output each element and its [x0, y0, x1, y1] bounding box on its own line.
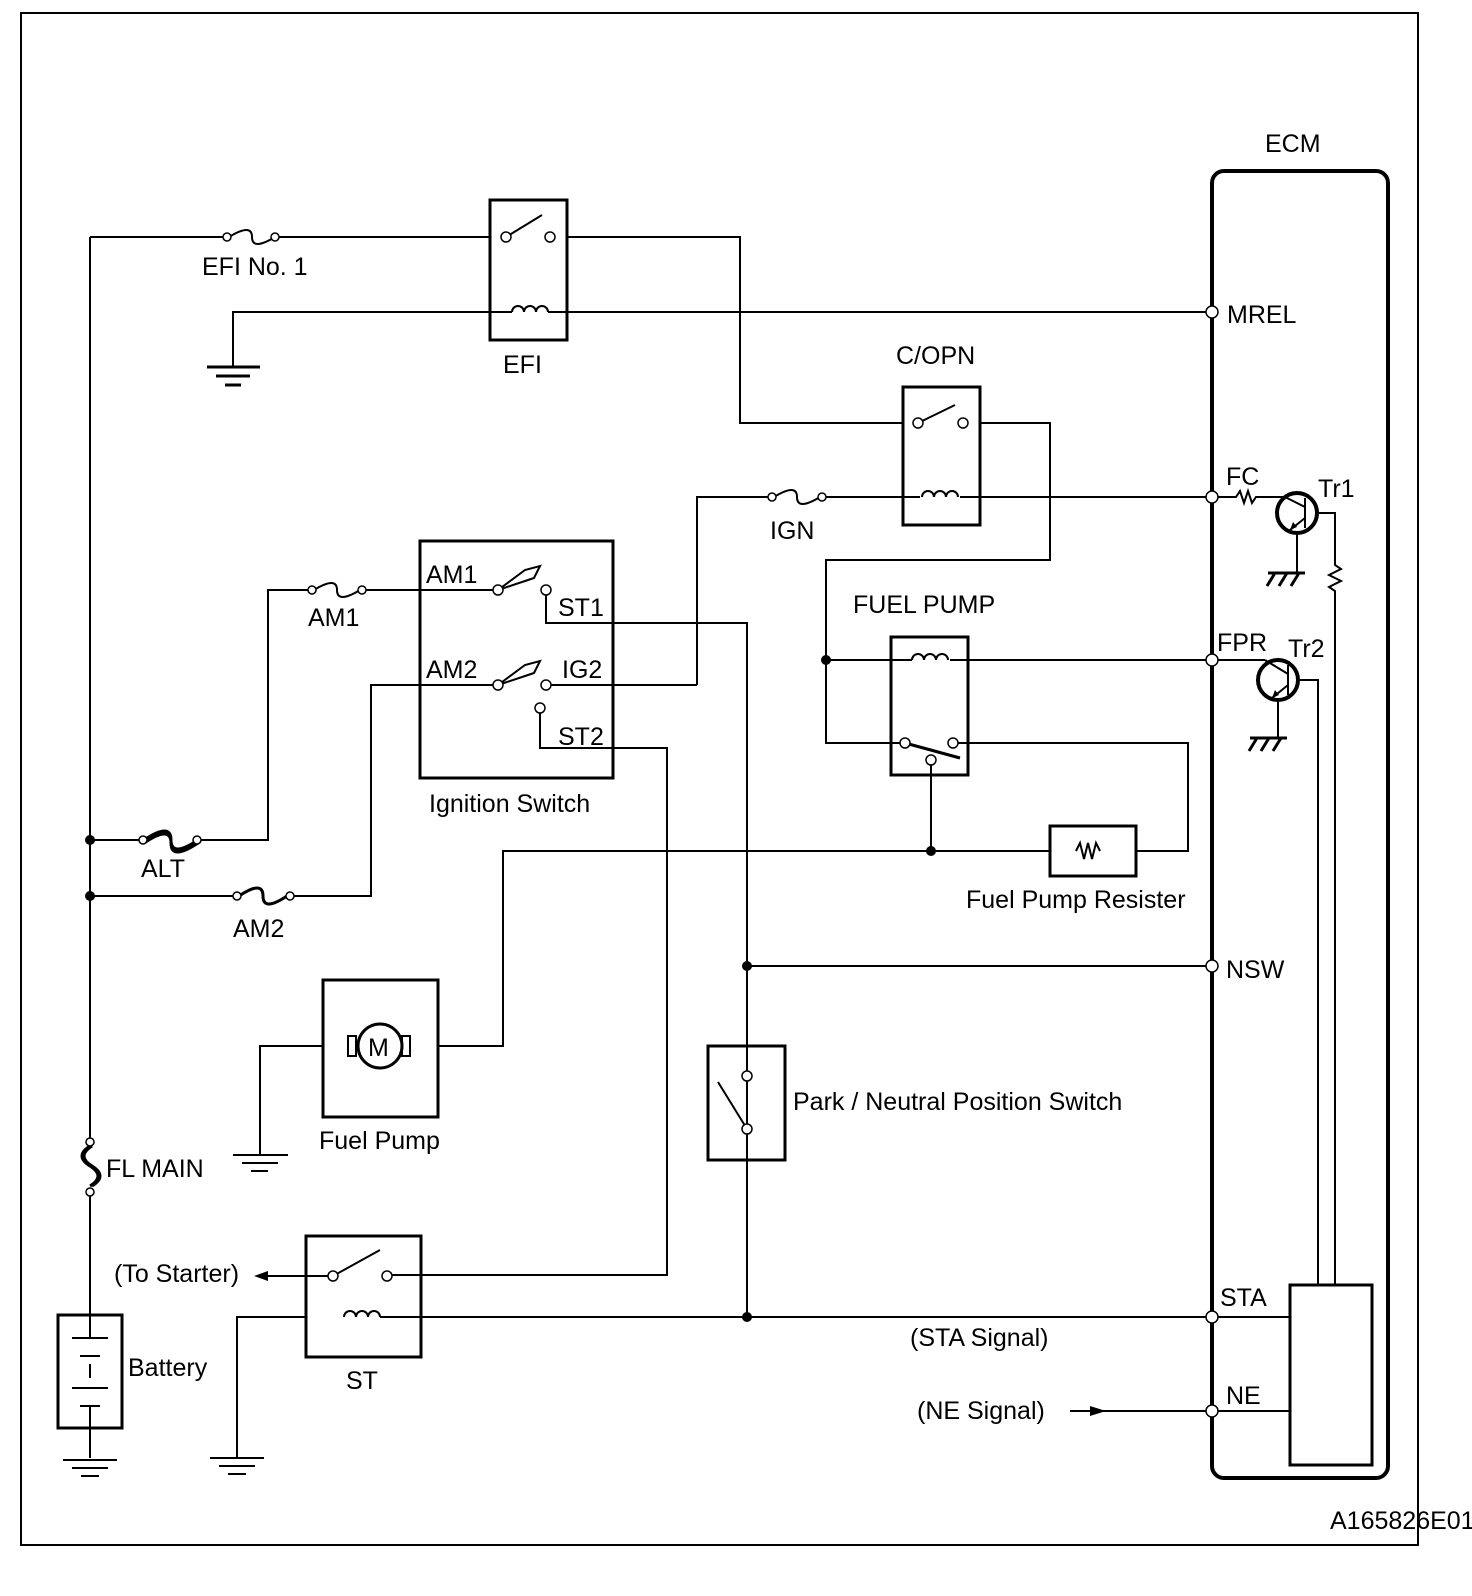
transistor-tr1	[1275, 491, 1319, 535]
park-neutral-label: Park / Neutral Position Switch	[793, 1088, 1122, 1116]
fuel-pump-label: Fuel Pump	[319, 1127, 440, 1155]
am1-fuse-icon	[313, 582, 361, 598]
am2-fuse-icon	[238, 886, 288, 906]
st-relay	[254, 1234, 423, 1359]
ground-icons	[63, 365, 1305, 1477]
svg-text:M: M	[368, 1034, 389, 1062]
ign-label: IGN	[770, 517, 814, 545]
fuel-pump-resister	[1048, 824, 1138, 878]
fuses	[80, 229, 821, 1188]
efi-no1-label: EFI No. 1	[202, 253, 308, 281]
coil-icon	[343, 1310, 381, 1318]
am1-fuse-label: AM1	[308, 604, 359, 632]
fpr-label: FPR	[1217, 629, 1267, 657]
coil-icon	[921, 490, 959, 498]
am1-switch-label: AM1	[426, 561, 477, 589]
mrel-label: MREL	[1227, 301, 1297, 329]
fuel-pump-relay	[889, 635, 970, 777]
ig2-label: IG2	[562, 656, 602, 684]
ecm-block: ECM	[1210, 130, 1390, 1480]
st1-label: ST1	[558, 594, 604, 622]
arrow-left-icon	[254, 1271, 268, 1281]
coil-icon	[911, 653, 949, 661]
efi-no1-fuse-icon	[228, 229, 276, 245]
to-starter-label: (To Starter)	[114, 1260, 239, 1288]
ignition-switch-label: Ignition Switch	[429, 790, 590, 818]
fuel-pump: M	[321, 978, 440, 1119]
ignition-switch	[418, 539, 615, 780]
st-label: ST	[346, 1367, 378, 1395]
figure-code: A165826E01	[1330, 1507, 1472, 1535]
battery-label: Battery	[128, 1354, 208, 1382]
sta-label: STA	[1220, 1284, 1267, 1312]
fl-main-fuse-icon	[80, 1144, 102, 1188]
park-neutral-switch	[706, 1044, 787, 1162]
ecm-terminals	[1205, 305, 1219, 1418]
junction-dots	[85, 655, 936, 1322]
nsw-label: NSW	[1226, 956, 1285, 984]
sta-signal-label: (STA Signal)	[910, 1324, 1048, 1352]
efi-label: EFI	[503, 351, 542, 379]
am2-switch-label: AM2	[426, 656, 477, 684]
ne-label: NE	[1226, 1382, 1261, 1410]
motor-icon	[356, 1022, 404, 1070]
copn-label: C/OPN	[896, 342, 975, 370]
ne-signal-label: (NE Signal)	[917, 1397, 1045, 1425]
diagram-frame	[20, 12, 1419, 1546]
fl-main-label: FL MAIN	[106, 1155, 204, 1183]
battery	[56, 1313, 124, 1430]
arrow-right-icon	[1090, 1406, 1106, 1416]
labels: EFI No. 1 EFI MREL C/OPN FC Tr1 IGN AM1 …	[106, 253, 1472, 1535]
copn-relay	[901, 385, 982, 527]
ecm-label: ECM	[1265, 130, 1321, 158]
fuel-pump-relay-label: FUEL PUMP	[853, 591, 995, 619]
fc-label: FC	[1226, 463, 1259, 491]
tr2-label: Tr2	[1288, 635, 1325, 663]
am2-fuse-label: AM2	[233, 915, 284, 943]
ign-fuse-icon	[773, 489, 821, 505]
transistor-tr2	[1256, 658, 1300, 702]
st2-label: ST2	[558, 723, 604, 751]
fuel-pump-resister-label: Fuel Pump Resister	[966, 886, 1186, 914]
efi-relay	[488, 198, 569, 342]
tr1-label: Tr1	[1318, 475, 1355, 503]
alt-fuse-icon	[143, 829, 199, 854]
coil-icon	[511, 305, 549, 313]
wires	[89, 236, 1344, 1458]
alt-label: ALT	[141, 855, 185, 883]
